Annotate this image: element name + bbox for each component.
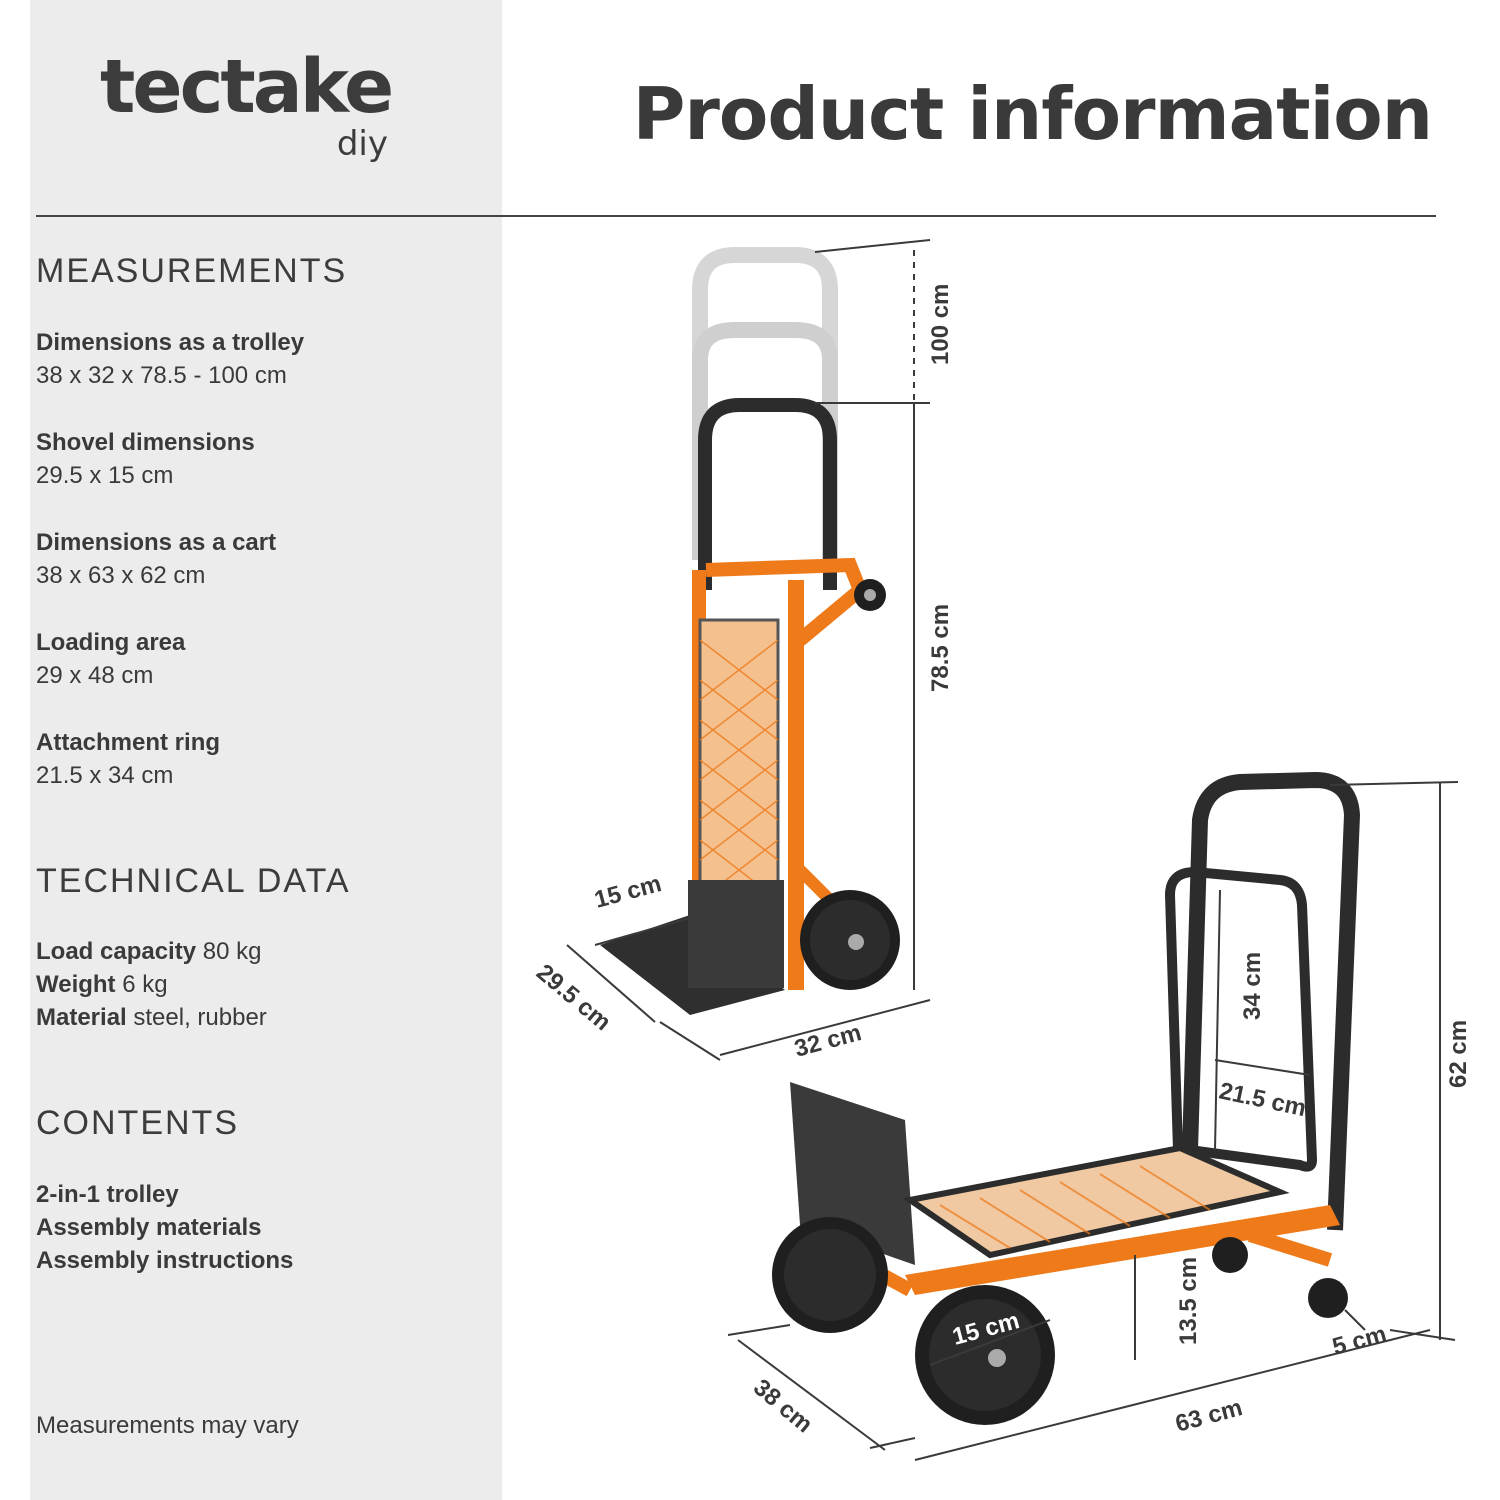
- tech-value: steel, rubber: [133, 1004, 267, 1031]
- tech-label: Load capacity: [36, 938, 197, 965]
- tech-label: Weight: [36, 971, 116, 998]
- spec-label: Attachment ring: [36, 729, 221, 756]
- dim-clearance: 13.5 cm: [1175, 1257, 1202, 1345]
- tech-value: 6 kg: [122, 971, 168, 998]
- dim-cart-depth: 38 cm: [748, 1374, 817, 1438]
- brand-sub: diy: [336, 124, 388, 164]
- cart-dimension-lines: [727, 781, 1459, 1461]
- technical-list: Load capacity 80 kg Weight 6 kg Material…: [36, 935, 267, 1034]
- spec-item: Loading area 29 x 48 cm: [36, 626, 185, 692]
- spec-value: 29 x 48 cm: [36, 662, 154, 689]
- trolley-dimension-lines: [566, 239, 931, 1061]
- spec-item: Shovel dimensions 29.5 x 15 cm: [36, 426, 255, 492]
- dim-ring-height: 34 cm: [1239, 952, 1266, 1020]
- dim-cart-length: 63 cm: [1173, 1394, 1246, 1438]
- spec-label: Shovel dimensions: [36, 429, 255, 456]
- dim-trolley-height: 78.5 cm: [927, 604, 954, 692]
- contents-item-label: 2-in-1 trolley: [36, 1181, 179, 1208]
- contents-item-label: Assembly materials: [36, 1214, 262, 1241]
- brand-name: tectake: [100, 44, 394, 130]
- brand-logo: tectake diy: [100, 44, 400, 164]
- spec-label: Dimensions as a cart: [36, 529, 277, 556]
- tech-value: 80 kg: [202, 938, 262, 965]
- technical-heading: TECHNICAL DATA: [36, 862, 351, 900]
- dim-ring-width: 21.5 cm: [1217, 1077, 1309, 1122]
- spec-item: Attachment ring 21.5 x 34 cm: [36, 726, 220, 792]
- dim-shovel-width: 29.5 cm: [531, 959, 616, 1036]
- spec-value: 38 x 63 x 62 cm: [36, 562, 206, 589]
- spec-value: 29.5 x 15 cm: [36, 462, 174, 489]
- spec-label: Loading area: [36, 629, 186, 656]
- trolley-image: [600, 247, 900, 1015]
- tech-item: Weight 6 kg: [36, 968, 267, 1001]
- spec-value: 21.5 x 34 cm: [36, 762, 174, 789]
- cart-image: [772, 771, 1361, 1425]
- spec-item: Dimensions as a trolley 38 x 32 x 78.5 -…: [36, 326, 304, 392]
- contents-heading: CONTENTS: [36, 1104, 239, 1142]
- contents-list: 2-in-1 trolley Assembly materials Assemb…: [36, 1178, 293, 1277]
- contents-item-label: Assembly instructions: [36, 1247, 294, 1274]
- contents-item: Assembly materials: [36, 1211, 293, 1244]
- divider: [36, 215, 1436, 217]
- sidebar-panel: [30, 0, 502, 1500]
- dim-cart-height: 62 cm: [1445, 1020, 1472, 1088]
- contents-item: 2-in-1 trolley: [36, 1178, 293, 1211]
- spec-value: 38 x 32 x 78.5 - 100 cm: [36, 362, 287, 389]
- tech-item: Material steel, rubber: [36, 1001, 267, 1034]
- tech-label: Material: [36, 1004, 127, 1031]
- dim-base-width: 32 cm: [792, 1019, 865, 1063]
- dim-shovel-depth: 15 cm: [592, 870, 665, 914]
- page-title: Product information: [632, 72, 1433, 156]
- dim-ext-height: 100 cm: [927, 284, 954, 365]
- dim-caster: 5 cm: [1330, 1321, 1390, 1361]
- tech-item: Load capacity 80 kg: [36, 935, 267, 968]
- contents-item: Assembly instructions: [36, 1244, 293, 1277]
- footnote: Measurements may vary: [36, 1412, 299, 1439]
- spec-label: Dimensions as a trolley: [36, 329, 305, 356]
- measurements-heading: MEASUREMENTS: [36, 252, 348, 290]
- spec-item: Dimensions as a cart 38 x 63 x 62 cm: [36, 526, 276, 592]
